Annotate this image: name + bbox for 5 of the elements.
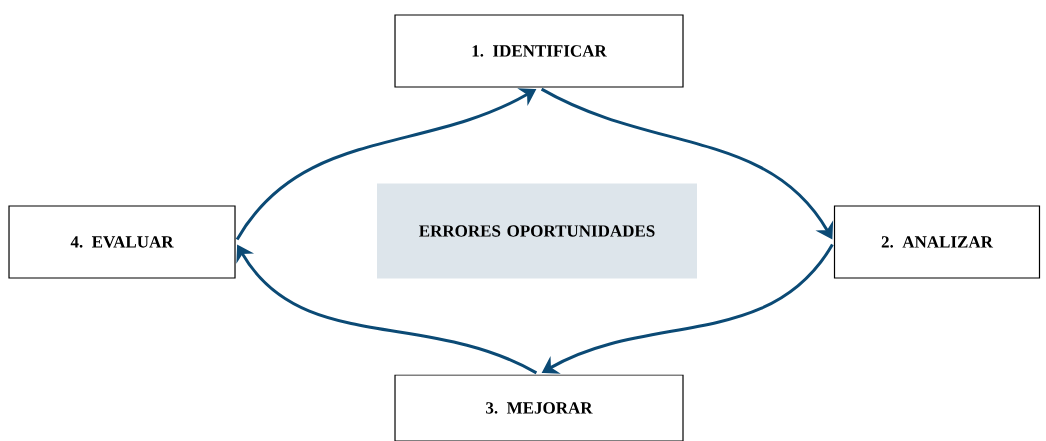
center-box: ERRORES OPORTUNIDADES: [377, 183, 697, 279]
step-box: 3. MEJORAR: [394, 374, 684, 441]
step-box: 2. ANALIZAR: [833, 205, 1041, 279]
step-box: 1. IDENTIFICAR: [394, 14, 684, 88]
step-box: 4. EVALUAR: [8, 205, 236, 279]
